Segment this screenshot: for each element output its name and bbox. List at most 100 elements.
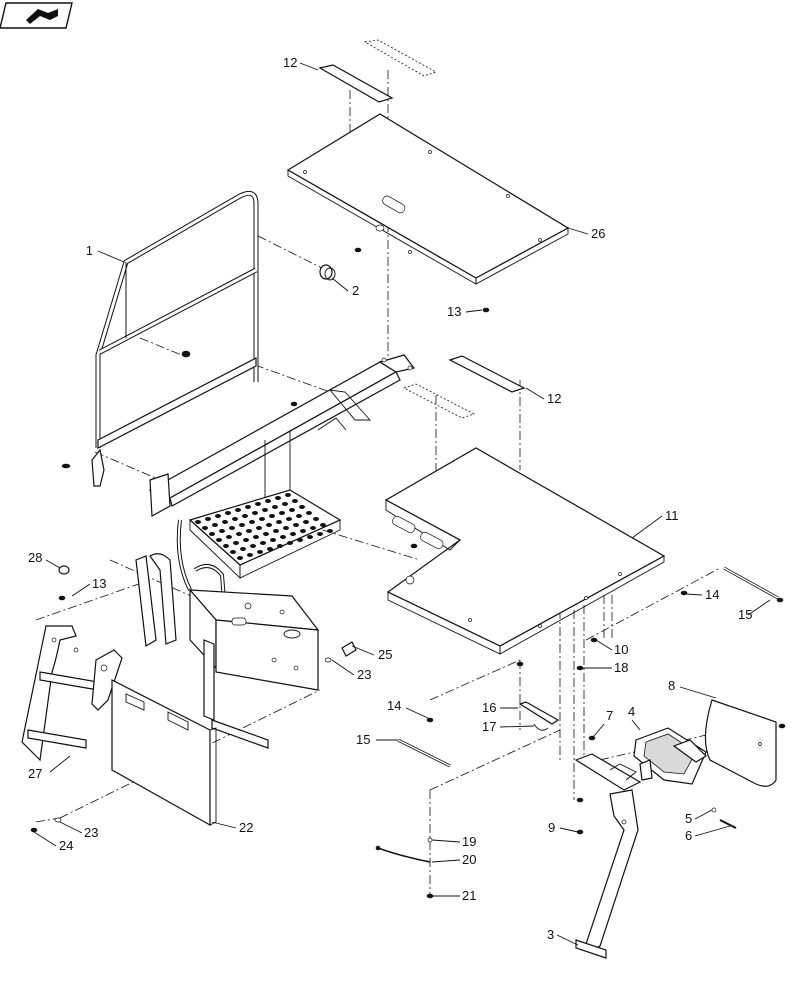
callout-c13: 13 xyxy=(447,304,483,319)
callout-number: 12 xyxy=(283,55,297,70)
grating-hole xyxy=(307,535,313,539)
callout-c17: 17 xyxy=(482,719,535,734)
grating-hole xyxy=(216,538,222,542)
callout-c28: 28 xyxy=(28,550,61,569)
grating-hole xyxy=(297,538,303,542)
leader-line xyxy=(747,599,771,616)
leader-line xyxy=(211,821,237,829)
grating-hole xyxy=(209,532,215,536)
leader-line xyxy=(405,707,429,719)
callout-number: 27 xyxy=(28,766,42,781)
grating-hole xyxy=(303,520,309,524)
callout-number: 21 xyxy=(462,888,476,903)
grating-hole xyxy=(249,520,255,524)
grating-hole xyxy=(310,526,316,530)
callout-number: 12 xyxy=(547,391,561,406)
part-1-handrail xyxy=(61,190,259,487)
grating-hole xyxy=(240,547,246,551)
leader-line xyxy=(431,839,461,843)
callout-number: 23 xyxy=(84,825,98,840)
grating-hole xyxy=(243,538,249,542)
part-12-strip-lower xyxy=(402,355,526,419)
leader-line xyxy=(525,387,545,400)
callout-c25: 25 xyxy=(351,645,392,662)
callout-number: 15 xyxy=(738,607,752,622)
part-25-bolt xyxy=(341,641,357,657)
leader-line xyxy=(567,227,589,235)
callout-c23: 23 xyxy=(331,659,371,682)
grating-hole xyxy=(290,532,296,536)
grating-hole xyxy=(212,523,218,527)
callout-number: 20 xyxy=(462,852,476,867)
grating-hole xyxy=(267,547,273,551)
grating-hole xyxy=(269,514,275,518)
callout-number: 3 xyxy=(547,927,554,942)
grating-hole xyxy=(205,517,211,521)
part-2-bushing xyxy=(319,264,336,281)
leader-line xyxy=(685,593,703,596)
platform-frame xyxy=(148,354,416,517)
part-14-bolt-left xyxy=(426,717,434,723)
part-5-6-7-9-fasteners xyxy=(576,735,737,835)
grating-hole xyxy=(296,514,302,518)
grating-hole xyxy=(215,514,221,518)
leader-line xyxy=(631,719,641,731)
grating-hole xyxy=(225,511,231,515)
callout-c22: 22 xyxy=(211,820,253,835)
grating-hole xyxy=(260,541,266,545)
grating-hole xyxy=(255,502,261,506)
leader-line xyxy=(331,277,349,292)
leader-line xyxy=(679,686,717,699)
callout-number: 1 xyxy=(86,243,93,258)
grating-hole xyxy=(273,529,279,533)
grating-hole xyxy=(327,529,333,533)
callout-labels: 1234567891011121213131414151516171819202… xyxy=(28,55,771,946)
callout-number: 8 xyxy=(668,678,675,693)
grating-hole xyxy=(257,550,263,554)
grating-hole xyxy=(229,526,235,530)
part-23-washer xyxy=(324,657,332,663)
callout-number: 14 xyxy=(705,587,719,602)
leader-line xyxy=(631,515,663,539)
grating-hole xyxy=(236,532,242,536)
callout-c11: 11 xyxy=(631,508,679,539)
grating-hole xyxy=(299,505,305,509)
book-pointer-icon[interactable] xyxy=(0,2,73,29)
callout-c9: 9 xyxy=(548,820,579,835)
grating-hole xyxy=(287,541,293,545)
grating-hole xyxy=(230,550,236,554)
grating-hole xyxy=(306,511,312,515)
callout-c3: 3 xyxy=(547,927,579,946)
leader-line xyxy=(595,639,613,651)
callout-c8: 8 xyxy=(668,678,717,699)
callout-number: 14 xyxy=(387,698,401,713)
grating-hole xyxy=(276,520,282,524)
callout-number: 2 xyxy=(352,283,359,298)
callout-c15b: 15 xyxy=(356,732,398,747)
grating-hole xyxy=(247,553,253,557)
grating-hole xyxy=(242,514,248,518)
tank-box xyxy=(188,588,320,749)
grating-hole xyxy=(279,511,285,515)
part-13-bolt-top xyxy=(482,307,490,313)
part-11-floor-plate xyxy=(384,447,666,655)
grating-hole xyxy=(272,505,278,509)
part-8-pedal-cover xyxy=(704,699,786,787)
grating-hole xyxy=(266,523,272,527)
leader-line xyxy=(694,825,731,837)
grating-hole xyxy=(292,499,298,503)
part-16-17-latch xyxy=(518,701,560,731)
grating-hole xyxy=(282,502,288,506)
grating-hole xyxy=(237,556,243,560)
part-26-cover-plate xyxy=(286,113,570,285)
grating-hole xyxy=(245,505,251,509)
grating-hole xyxy=(202,526,208,530)
leader-line xyxy=(33,831,57,847)
grating-hole xyxy=(300,529,306,533)
callout-number: 16 xyxy=(482,700,496,715)
leader-line xyxy=(559,827,579,833)
grating-hole xyxy=(223,544,229,548)
grating-hole xyxy=(286,517,292,521)
leader-line xyxy=(45,559,61,569)
